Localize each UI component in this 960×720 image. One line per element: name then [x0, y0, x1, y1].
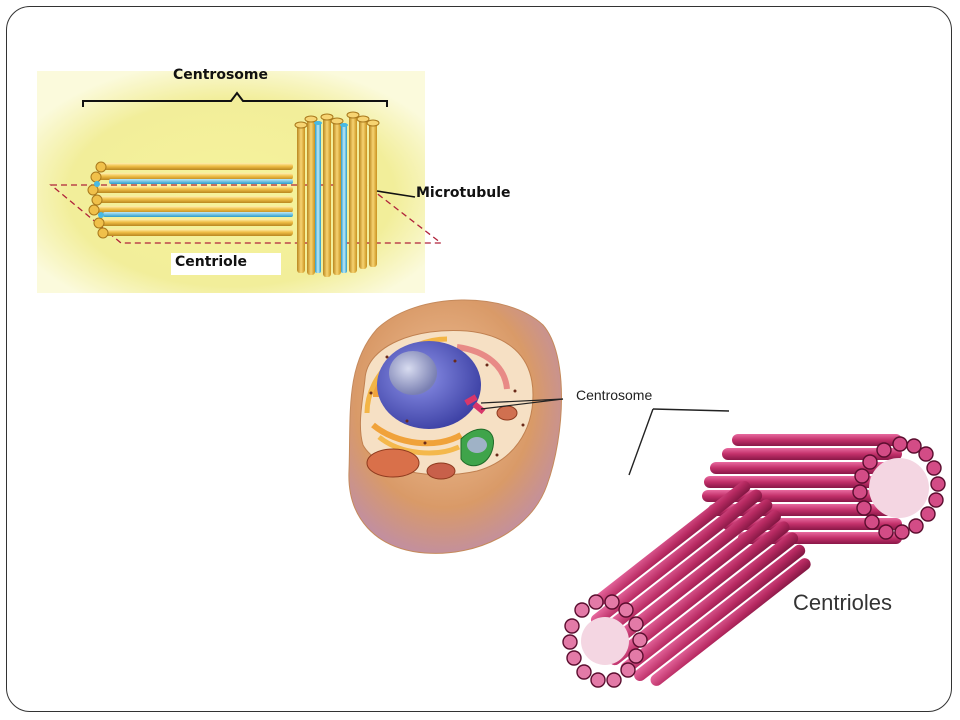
- lower-centriole: [590, 480, 811, 686]
- centrosome-bracket: [82, 91, 388, 107]
- cell-centrosome-label: Centrosome: [576, 387, 653, 403]
- lower-centriole-lumen: [581, 617, 629, 665]
- centriole-label: Centriole: [175, 254, 248, 270]
- mitochondrion-right: [496, 405, 518, 421]
- centrioles-label: Centrioles: [793, 590, 893, 615]
- nucleolus: [389, 351, 437, 395]
- cell-centrosome: [464, 394, 486, 415]
- mitochondrion-small: [426, 462, 456, 480]
- mitochondrion: [366, 448, 420, 478]
- microtubule-pointer: [376, 190, 416, 198]
- centrosome-diagram: [37, 71, 443, 293]
- centriole-label-box: [171, 253, 281, 275]
- lower-centriole-end: [562, 594, 648, 688]
- vertical-centriole: [294, 111, 380, 277]
- golgi-apparatus: [371, 422, 463, 456]
- centrioles-diagram: [562, 434, 946, 688]
- centrosome-title: Centrosome: [173, 67, 268, 83]
- animal-cell-illustration: [348, 299, 564, 554]
- microtubule-label: Microtubule: [416, 185, 511, 201]
- vesicle: [467, 437, 487, 453]
- horizontal-centriole: [87, 161, 293, 239]
- slide-frame: Centrosome Microtubule Centriole: [6, 6, 952, 712]
- upper-centriole: [702, 434, 946, 544]
- callout-lines: [628, 408, 730, 476]
